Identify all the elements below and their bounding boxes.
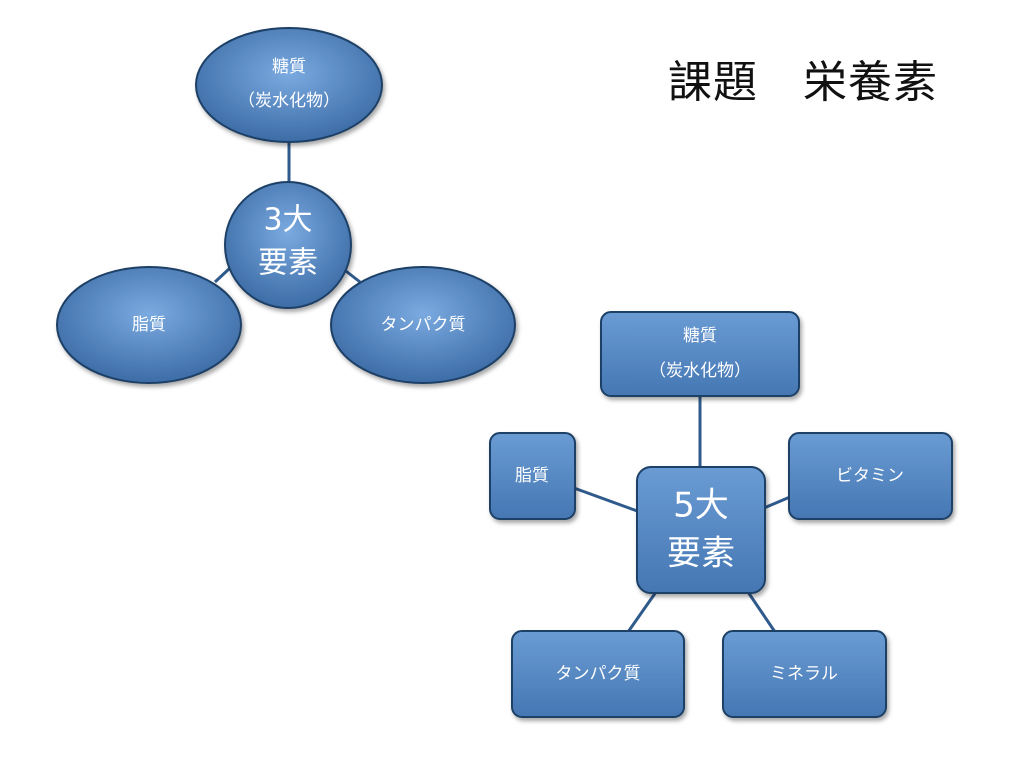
node-3-fat: 脂質 [56, 266, 242, 384]
node-3-protein: タンパク質 [330, 266, 516, 384]
node-5-carbohydrate: 糖質 （炭水化物） [600, 311, 800, 397]
node-5-fat: 脂質 [489, 432, 576, 520]
node-3-center: 3大 要素 [224, 181, 352, 309]
slide-title: 課題 栄養素 [668, 57, 938, 108]
connector-3-fat [213, 266, 232, 284]
node-5-mineral-label: ミネラル [770, 664, 838, 684]
node-5-protein: タンパク質 [511, 630, 685, 718]
node-3-center-line2: 要素 [258, 246, 318, 281]
node-5-carbohydrate-name: 糖質 [683, 326, 717, 346]
node-5-protein-label: タンパク質 [556, 664, 641, 684]
node-3-carbohydrate-sub: （炭水化物） [238, 91, 340, 111]
connector-5-mineral [746, 591, 777, 633]
node-5-vitamin-label: ビタミン [836, 466, 904, 486]
connector-5-protein [626, 591, 658, 633]
three-major-group: 糖質 （炭水化物） 3大 要素 脂質 タンパク質 [56, 27, 516, 384]
node-5-center-line2: 要素 [667, 534, 735, 574]
node-3-protein-label: タンパク質 [381, 315, 466, 335]
five-major-group: 糖質 （炭水化物） 脂質 ビタミン 5大 要素 タンパク質 ミネラル [489, 311, 953, 718]
node-5-center-line1: 5大 [673, 486, 729, 526]
node-5-fat-label: 脂質 [515, 466, 549, 486]
node-3-fat-label: 脂質 [132, 315, 166, 335]
node-3-center-line1: 3大 [263, 203, 312, 238]
connector-5-vitamin [763, 495, 791, 510]
node-5-center: 5大 要素 [636, 466, 766, 594]
node-5-carbohydrate-sub: （炭水化物） [649, 361, 751, 381]
node-3-carbohydrate-name: 糖質 [272, 57, 306, 77]
connector-5-fat [573, 486, 641, 514]
node-5-vitamin: ビタミン [788, 432, 953, 520]
node-3-carbohydrate: 糖質 （炭水化物） [195, 27, 383, 143]
node-5-mineral: ミネラル [722, 630, 887, 718]
